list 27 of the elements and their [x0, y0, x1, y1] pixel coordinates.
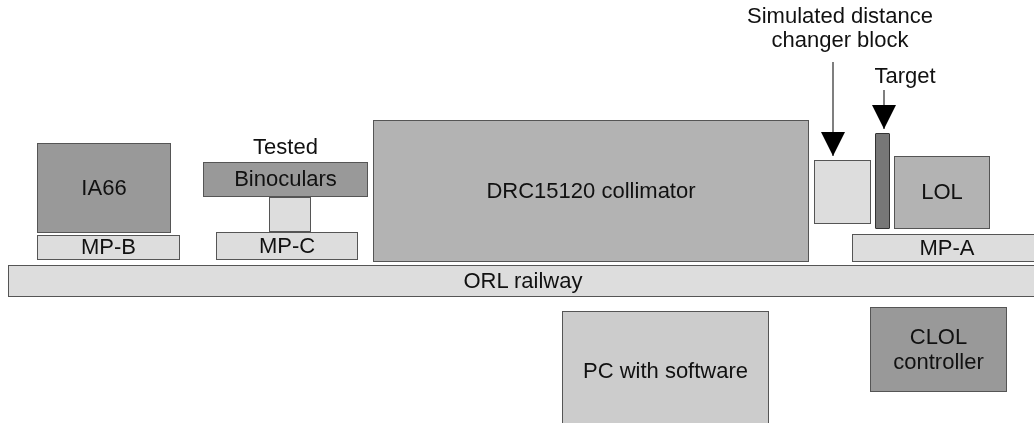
caption-text: Tested	[252, 135, 319, 160]
railway-bar	[8, 265, 1034, 297]
box-label: MP-B	[81, 235, 136, 260]
mount-plate	[852, 234, 1034, 262]
mount-plate	[37, 235, 180, 260]
pc-box	[562, 311, 769, 423]
arrow	[872, 89, 896, 130]
box-label: MP-C	[258, 233, 316, 259]
box-label: CLOL controller	[892, 325, 985, 374]
box-label: DRC15120 collimator	[486, 178, 696, 204]
stand-box	[269, 197, 311, 232]
target-bar	[875, 133, 890, 229]
instrument-box	[37, 143, 171, 233]
target-label: Target	[860, 64, 950, 92]
box-label: ORL railway	[463, 268, 583, 294]
lol-box	[894, 156, 990, 229]
block-label: Simulated distance changer block	[715, 4, 965, 62]
box-label: PC with software	[582, 358, 749, 384]
arrow	[821, 61, 845, 157]
collimator-box	[373, 120, 809, 262]
mount-plate	[216, 232, 358, 260]
distance-changer-box	[814, 160, 871, 224]
controller-box	[870, 307, 1007, 392]
box-label: LOL	[921, 180, 963, 205]
box-label: MP-A	[919, 235, 975, 261]
box-label: IA66	[81, 175, 127, 201]
box-label: Binoculars	[234, 167, 337, 192]
